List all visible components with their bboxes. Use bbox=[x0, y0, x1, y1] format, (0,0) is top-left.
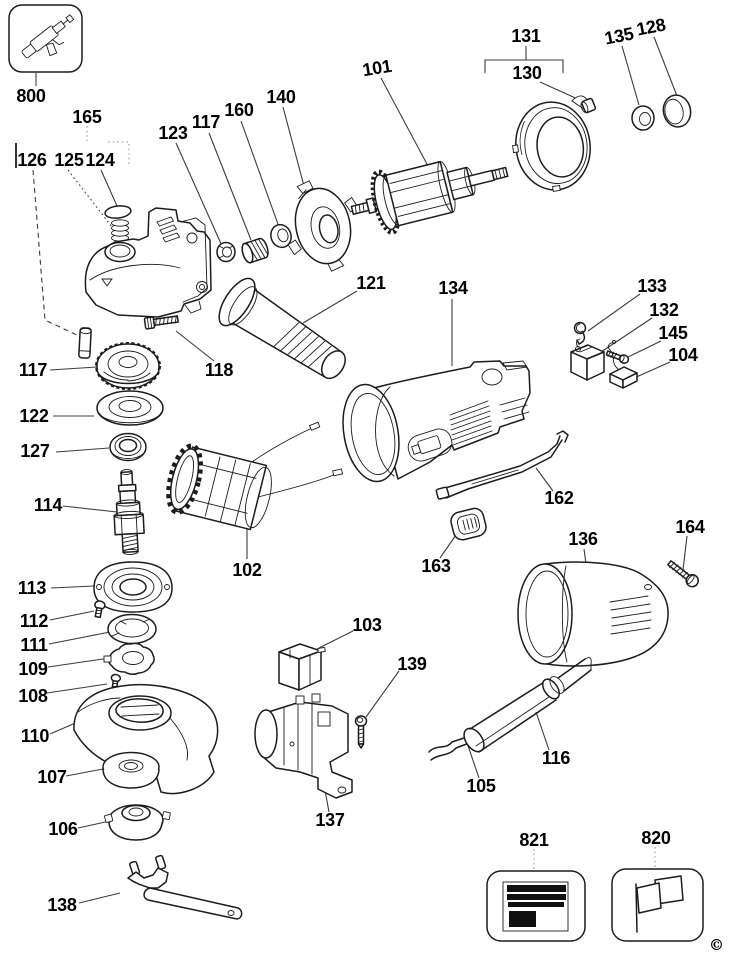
washer-122-drawing bbox=[96, 390, 164, 426]
bushing-160-drawing bbox=[270, 223, 292, 249]
rear-cover-136-drawing bbox=[517, 561, 669, 667]
part-label-108: 108 bbox=[18, 686, 48, 706]
part-label-109: 109 bbox=[18, 659, 48, 679]
screw-145-drawing bbox=[605, 350, 630, 364]
part-label-105: 105 bbox=[466, 776, 496, 796]
brush-holder-132-drawing bbox=[570, 338, 605, 381]
field-102-drawing bbox=[166, 421, 344, 531]
lock-lever-162-drawing bbox=[435, 430, 569, 500]
part-label-118: 118 bbox=[204, 360, 234, 380]
part-label-112: 112 bbox=[19, 611, 49, 631]
screw-164-drawing bbox=[667, 560, 699, 588]
part-label-160: 160 bbox=[224, 100, 254, 120]
part-label-121: 121 bbox=[356, 273, 386, 293]
screw-139-drawing bbox=[354, 715, 368, 749]
motor-housing-134-drawing bbox=[342, 360, 531, 483]
lock-ring-111-drawing bbox=[107, 613, 157, 645]
screw-118-drawing bbox=[143, 315, 179, 330]
clamp-plate-109-drawing bbox=[103, 642, 155, 676]
part-label-163: 163 bbox=[421, 556, 451, 576]
part-label-114: 114 bbox=[33, 495, 63, 515]
button-163-drawing bbox=[450, 507, 487, 541]
pin-130-drawing bbox=[580, 97, 597, 114]
part-label-137: 137 bbox=[315, 810, 345, 830]
inner-flange-107-drawing bbox=[102, 751, 160, 789]
crown-gear-117-drawing bbox=[95, 342, 161, 390]
part-label-800: 800 bbox=[16, 86, 46, 106]
bearing-127-drawing bbox=[109, 432, 147, 462]
oring-124-drawing bbox=[104, 205, 132, 219]
bearing-housing-131-drawing bbox=[512, 95, 591, 192]
part-label-132: 132 bbox=[649, 300, 679, 320]
pin-126-drawing bbox=[78, 327, 92, 359]
bearing-plate-113-drawing bbox=[93, 561, 173, 613]
handle-121-drawing bbox=[218, 277, 346, 380]
switch-bracket-137-drawing bbox=[254, 693, 353, 799]
part-label-102: 102 bbox=[232, 560, 262, 580]
cord-protector-116-drawing bbox=[463, 657, 592, 753]
service-tool-box-800-drawing bbox=[8, 4, 83, 73]
leader-lines bbox=[15, 36, 688, 904]
wrench-138-drawing bbox=[127, 854, 243, 920]
clamp-nut-106-drawing bbox=[104, 804, 171, 841]
armature-101-drawing bbox=[350, 160, 509, 235]
ring-128-drawing bbox=[662, 94, 692, 128]
part-label-140: 140 bbox=[266, 87, 296, 107]
part-label-101: 101 bbox=[361, 55, 393, 81]
part-label-127: 127 bbox=[20, 441, 50, 461]
part-label-103: 103 bbox=[352, 615, 382, 635]
cord-105-drawing bbox=[428, 735, 473, 761]
part-label-125: 125 bbox=[54, 150, 84, 170]
copyright-mark: © bbox=[709, 936, 724, 954]
part-label-113: 113 bbox=[17, 578, 47, 598]
part-label-165: 165 bbox=[72, 107, 102, 127]
part-label-122: 122 bbox=[19, 406, 49, 426]
pinion-gear-117-drawing bbox=[241, 237, 269, 264]
switch-103-drawing bbox=[278, 643, 326, 691]
gearcase-165-drawing bbox=[84, 207, 212, 318]
warning-flag-820-drawing bbox=[611, 868, 704, 942]
part-label-138: 138 bbox=[47, 895, 77, 915]
part-label-110: 110 bbox=[20, 726, 50, 746]
part-label-106: 106 bbox=[48, 819, 78, 839]
part-label-164: 164 bbox=[675, 517, 705, 537]
part-label-124: 124 bbox=[85, 150, 115, 170]
nut-123-drawing bbox=[216, 241, 236, 263]
part-label-117-left: 117 bbox=[18, 360, 48, 380]
carbon-brush-104-drawing bbox=[607, 340, 638, 389]
label-kit-821-drawing bbox=[486, 870, 586, 942]
part-label-123: 123 bbox=[158, 123, 188, 143]
part-label-117-top: 117 bbox=[191, 112, 221, 132]
part-label-162: 162 bbox=[544, 488, 574, 508]
screw-112-drawing bbox=[94, 600, 106, 619]
part-label-126: 126 bbox=[17, 150, 47, 170]
part-label-130: 130 bbox=[512, 63, 542, 83]
part-label-134: 134 bbox=[438, 278, 468, 298]
part-label-821: 821 bbox=[519, 830, 549, 850]
part-label-139: 139 bbox=[397, 654, 427, 674]
part-label-145: 145 bbox=[658, 323, 688, 343]
guard-110-drawing bbox=[73, 684, 219, 795]
part-label-133: 133 bbox=[637, 276, 667, 296]
part-label-131: 131 bbox=[511, 26, 541, 46]
spring-125-drawing bbox=[111, 219, 129, 242]
part-label-820: 820 bbox=[641, 828, 671, 848]
part-label-116: 116 bbox=[541, 748, 571, 768]
part-label-104: 104 bbox=[668, 345, 698, 365]
flange-plate-140-drawing bbox=[287, 180, 359, 272]
part-label-111: 111 bbox=[20, 635, 48, 655]
spindle-114-drawing bbox=[113, 469, 145, 555]
part-label-136: 136 bbox=[568, 529, 598, 549]
clip-133-drawing bbox=[573, 321, 587, 345]
part-label-107: 107 bbox=[37, 767, 67, 787]
bushing-135-drawing bbox=[631, 105, 655, 131]
